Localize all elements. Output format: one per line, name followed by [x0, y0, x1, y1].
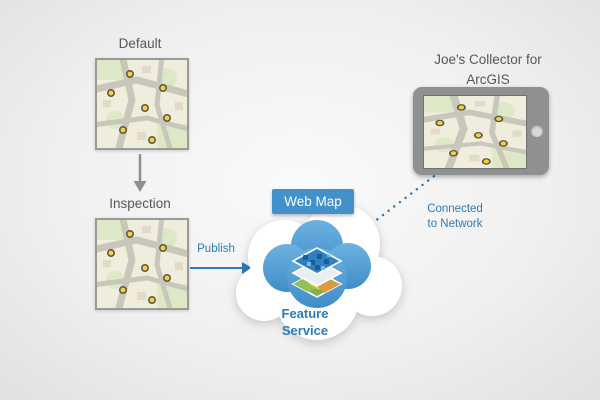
map-art-icon	[424, 96, 526, 168]
map-art-icon	[97, 220, 187, 308]
publish-label: Publish	[197, 243, 235, 255]
map-art-icon	[97, 60, 187, 148]
layers-icon	[291, 247, 343, 298]
default-map-label: Default	[118, 36, 162, 51]
arrow-down-icon	[133, 154, 147, 192]
feature-service-label: Feature Service	[281, 306, 329, 338]
publish-arrow-icon	[190, 262, 252, 274]
web-map-label: Web Map	[284, 194, 342, 209]
connected-to-network-label: Connected to Network	[427, 203, 483, 230]
web-map-badge: Web Map	[272, 189, 354, 214]
cloud-icon	[236, 204, 402, 340]
collector-device-label: Joe's Collector for ArcGIS	[434, 52, 542, 87]
tablet-device	[413, 87, 549, 175]
default-map-thumbnail	[95, 58, 189, 150]
inspection-map-thumbnail	[95, 218, 189, 310]
home-button-icon	[531, 125, 543, 137]
tablet-screen	[423, 95, 527, 169]
inspection-map-label: Inspection	[109, 196, 171, 211]
